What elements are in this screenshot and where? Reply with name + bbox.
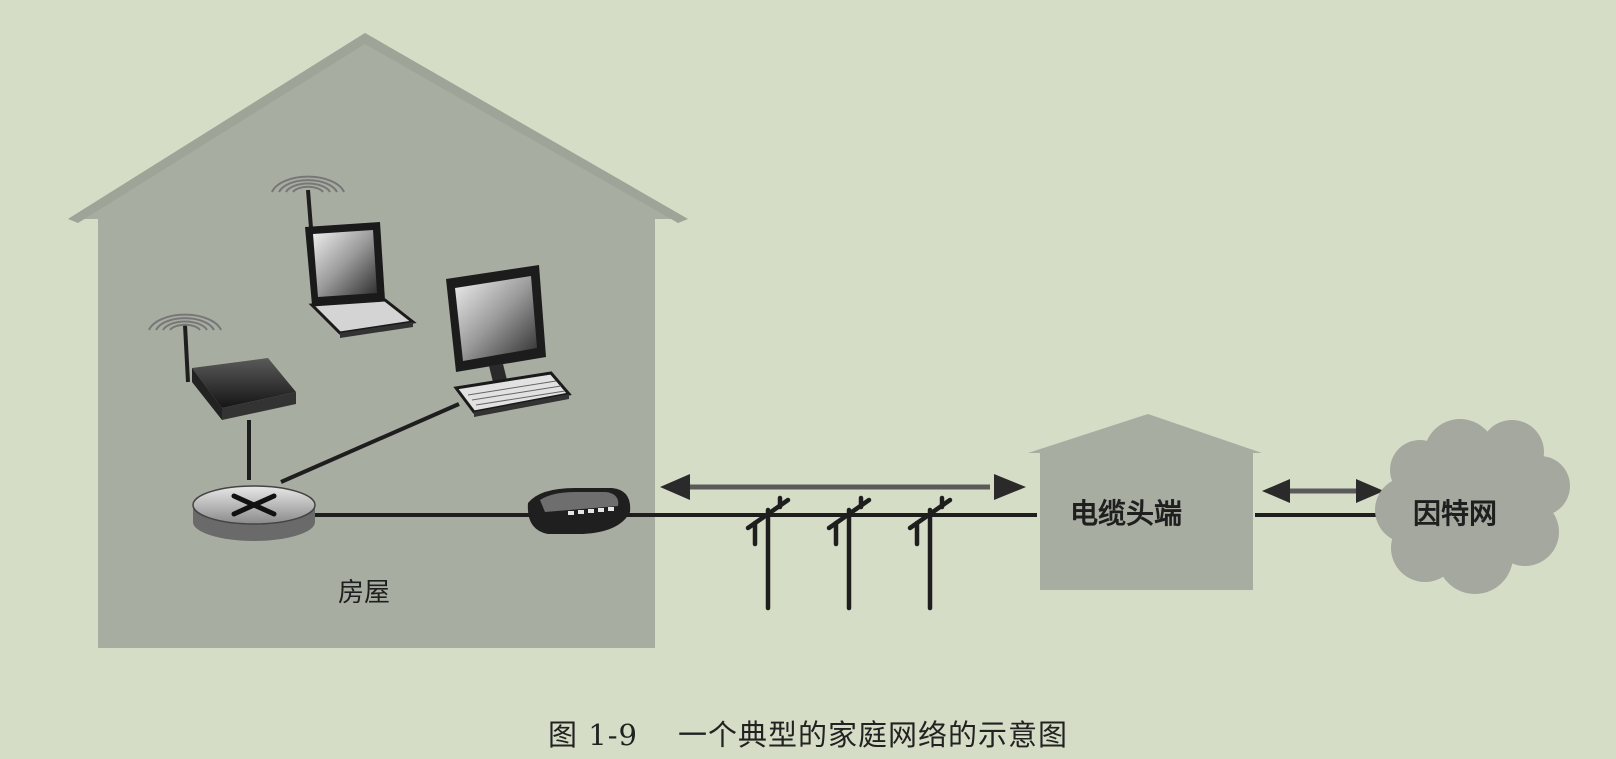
house-icon	[68, 33, 688, 648]
utility-pole-icon	[907, 495, 953, 611]
wireless-access-point-icon	[148, 313, 296, 480]
desktop-computer-icon	[446, 265, 572, 417]
figure-title: 一个典型的家庭网络的示意图	[677, 718, 1068, 752]
router-desktop-link	[280, 402, 460, 484]
connection-lines	[280, 402, 1390, 517]
bidirectional-arrow-icon	[660, 474, 1026, 500]
cable-modem-icon	[527, 488, 631, 534]
figure-caption: 图 1-9 一个典型的家庭网络的示意图	[0, 712, 1616, 754]
internet-label: 因特网	[1413, 497, 1498, 530]
cable-headend-label: 电缆头端	[1070, 497, 1183, 530]
building-icon	[1028, 414, 1262, 590]
laptop-icon	[271, 175, 417, 338]
house-label: 房屋	[338, 578, 391, 608]
utility-pole-icon	[745, 495, 791, 611]
utility-pole-icon	[826, 495, 872, 611]
home-network-diagram	[68, 33, 1570, 648]
bidirectional-arrow-icon	[1262, 479, 1384, 503]
cloud-icon	[1375, 419, 1570, 594]
router-icon	[192, 485, 316, 541]
figure-number: 图 1-9	[548, 718, 638, 752]
